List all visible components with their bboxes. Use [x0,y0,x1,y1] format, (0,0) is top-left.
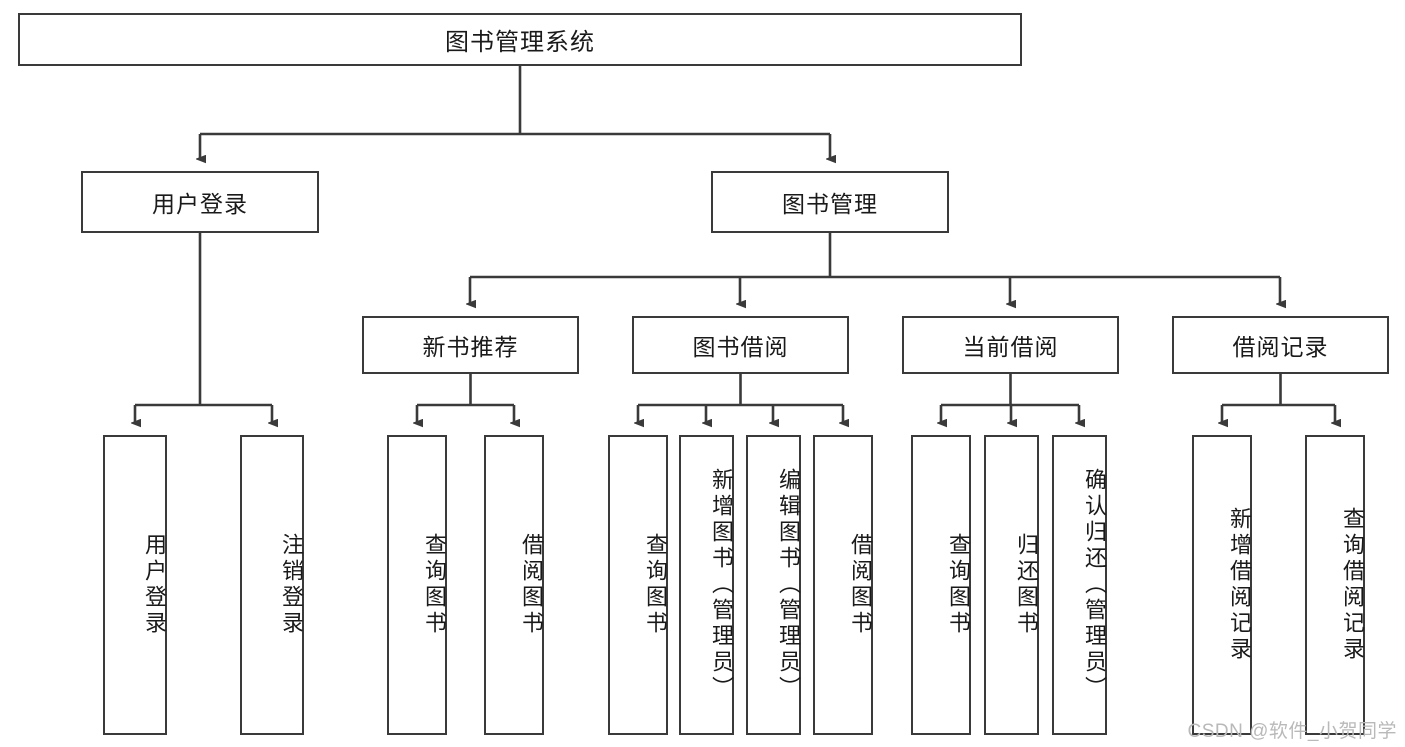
watermark-label: CSDN @软件_小贺同学 [1187,721,1397,742]
node-label: 查询图书 [643,533,668,637]
node-label: 图书管理系统 [445,29,595,56]
node-label: 归还图书 [1014,533,1039,637]
node-leaf-0[interactable]: 用户登录 [103,435,167,735]
node-label: 查询借阅记录 [1340,507,1365,663]
node-label: 用户登录 [142,533,167,637]
node-level2-1[interactable]: 图书管理 [711,171,949,233]
node-level3-1[interactable]: 图书借阅 [632,316,849,374]
node-label: 图书借阅 [692,334,789,360]
node-leaf-1[interactable]: 注销登录 [240,435,304,735]
node-root[interactable]: 图书管理系统 [18,13,1022,66]
node-leaf-5[interactable]: 新增图书（管理员） [679,435,734,735]
node-level3-0[interactable]: 新书推荐 [362,316,579,374]
node-label: 新增图书（管理员） [709,468,734,702]
node-label: 当前借阅 [962,334,1059,360]
node-leaf-10[interactable]: 确认归还（管理员） [1052,435,1107,735]
node-leaf-6[interactable]: 编辑图书（管理员） [746,435,801,735]
node-label: 新增借阅记录 [1227,507,1252,663]
node-level2-0[interactable]: 用户登录 [81,171,319,233]
node-label: 新书推荐 [422,334,519,360]
node-leaf-3[interactable]: 借阅图书 [484,435,544,735]
node-leaf-2[interactable]: 查询图书 [387,435,447,735]
node-label: 借阅图书 [848,533,873,637]
node-label: 用户登录 [152,191,248,217]
node-leaf-4[interactable]: 查询图书 [608,435,668,735]
node-label: 图书管理 [782,191,878,217]
node-label: 借阅记录 [1232,334,1329,360]
node-level3-2[interactable]: 当前借阅 [902,316,1119,374]
node-leaf-9[interactable]: 归还图书 [984,435,1039,735]
node-label: 借阅图书 [519,533,544,637]
node-leaf-12[interactable]: 查询借阅记录 [1305,435,1365,735]
edge-group [135,66,1335,423]
node-label: 注销登录 [279,533,304,637]
node-label: 查询图书 [422,533,447,637]
node-label: 确认归还（管理员） [1082,468,1107,702]
node-label: 编辑图书（管理员） [776,468,801,702]
node-level3-3[interactable]: 借阅记录 [1172,316,1389,374]
node-leaf-8[interactable]: 查询图书 [911,435,971,735]
node-leaf-7[interactable]: 借阅图书 [813,435,873,735]
node-label: 查询图书 [946,533,971,637]
node-leaf-11[interactable]: 新增借阅记录 [1192,435,1252,735]
